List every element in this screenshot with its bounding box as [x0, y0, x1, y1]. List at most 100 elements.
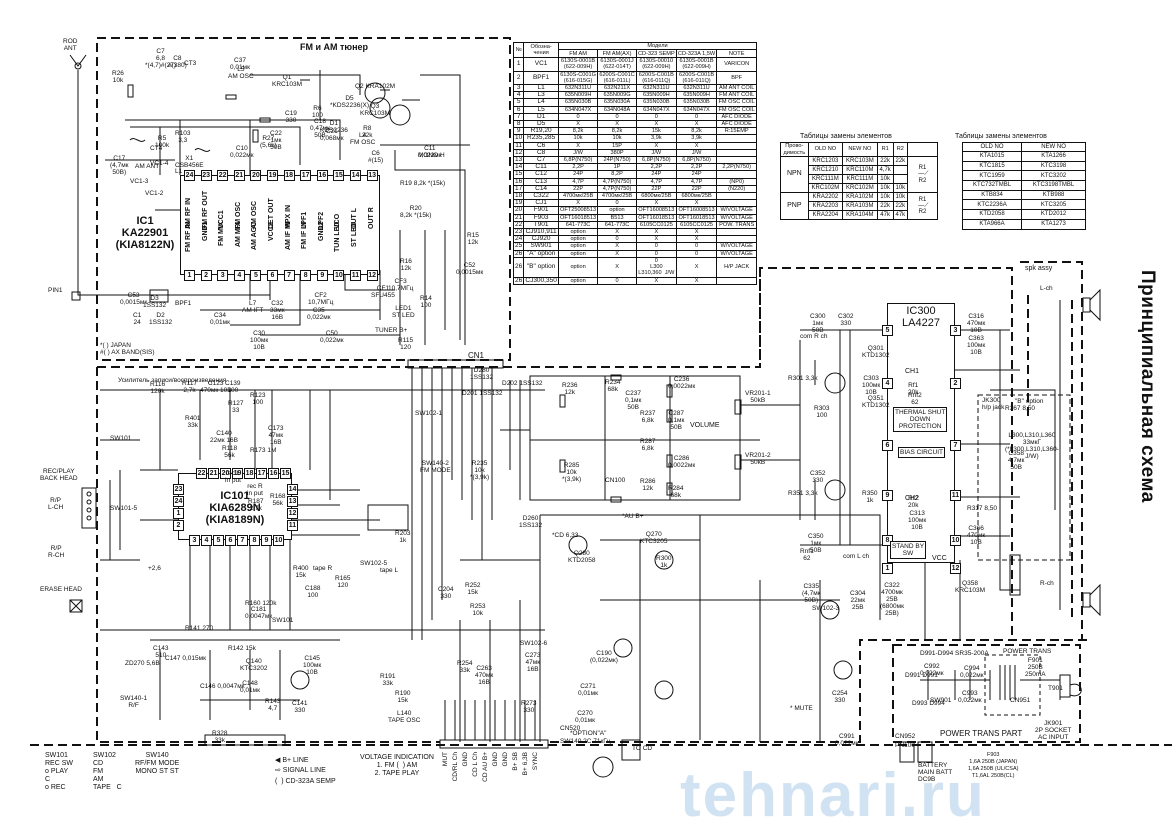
table-cell: 47k	[892, 210, 909, 220]
tuner-section-title: FM и AM тюнер	[300, 42, 369, 52]
battery-label: BATTERY MAIN BATT DC9B	[918, 762, 953, 783]
component-label: C994 0,022мк	[960, 665, 984, 679]
table-cell: 10k	[892, 192, 909, 202]
transistor-symbol: R1 —⟋ R2	[907, 156, 938, 193]
table-cell: 18	[512, 192, 525, 201]
component-label: C270 0,01мк	[575, 710, 595, 724]
table-cell: option	[557, 256, 599, 278]
tuner-notes: *( ) JAPAN #( ) AX BAND(SIS)	[100, 342, 155, 356]
component-label: C366 470мк 10B	[967, 525, 986, 546]
component-label: R234 68k	[605, 379, 621, 393]
cn520-pin-label: CD AU B+	[482, 752, 489, 782]
ic300-pin: 3	[950, 325, 961, 336]
component-label: R328 33k	[212, 730, 228, 744]
ic101-pin: 11	[287, 520, 298, 531]
table-cell: OFT16008513	[675, 206, 718, 215]
ic101-pin: 18	[244, 468, 255, 479]
component-label: R5 100k	[155, 135, 170, 149]
component-label: C146 0,0047мк	[200, 683, 245, 690]
component-label: VC1-3	[130, 178, 149, 185]
component-label: C145 100мк 10B	[303, 655, 322, 676]
rod-antenna-label: ROD ANT	[63, 38, 78, 52]
ic1-pin: 20	[250, 170, 262, 181]
table-header-cell: CD-323 SEMP	[635, 49, 677, 59]
table-cell: 6105CC0125	[635, 220, 677, 230]
cn520-pin-label: GND	[502, 752, 509, 767]
table-cell: J/W	[557, 148, 599, 158]
legend-sw102: SW102 CD FM AM TAPE C	[93, 752, 122, 791]
component-label: Rnf1 62	[800, 548, 814, 562]
component-label: C19 330	[285, 110, 297, 124]
table-header-cell: OLD NO	[807, 142, 844, 157]
component-label: C236 0,0022мк	[668, 376, 696, 390]
legend-sw140: SW140 RF/FM MODE MONO ST ST	[135, 752, 180, 775]
recamp-wires	[69, 389, 545, 746]
table-cell: 8,2k	[557, 127, 599, 136]
table-cell	[716, 170, 757, 179]
component-label: R300 1k	[656, 555, 672, 569]
component-label: R235 10k *(3,9k)	[470, 460, 490, 481]
table-header-cell: NEW NO	[1021, 142, 1086, 152]
spk-assy-label: spk assy	[1025, 265, 1053, 272]
component-label: C35 0,022мк	[307, 307, 331, 321]
replace-table-1-title: Таблицы замены элементов	[800, 133, 892, 140]
table-cell: 10k	[597, 134, 637, 143]
component-label: C303 100мк 10B	[862, 375, 881, 396]
ic101-pin: 7	[237, 535, 248, 546]
table-cell: 4700мк/25B	[597, 192, 637, 201]
cn520-pin-label: CD/RL Ch	[452, 752, 459, 782]
component-label: R273 330	[521, 700, 537, 714]
cn520-pin-label: GND	[462, 752, 469, 767]
component-label: R236 12k	[562, 382, 578, 396]
table-cell: VC1	[523, 57, 559, 72]
component-label: C993 0,022мк	[958, 690, 982, 704]
ic1-pin: 21	[233, 170, 245, 181]
table-cell: 6,8P(N750)	[557, 156, 599, 165]
table-cell: KRA2202	[807, 192, 844, 202]
component-label: R285 10k *(3,9k)	[562, 462, 582, 483]
component-label: R317 8,50	[967, 505, 997, 512]
ic1-pin: 5	[250, 270, 262, 281]
component-label: *OPTION"A"	[570, 730, 607, 737]
component-label: VC1-2	[145, 190, 164, 197]
component-label: R15 12k	[467, 232, 479, 246]
table-cell: OFT16018513	[557, 213, 599, 222]
table-cell: X	[597, 256, 637, 278]
table-cell: 0	[597, 276, 637, 285]
ic1-name: IC1 KA22901 (KIA8122N)	[115, 215, 175, 251]
table-cell: KRC1210	[807, 165, 844, 175]
table-cell: 9	[512, 127, 525, 136]
table-cell: X	[635, 120, 677, 129]
table-cell: 641-773C	[597, 220, 637, 230]
table-cell: 4700мк/25B	[557, 192, 599, 201]
component-label: MONO H	[418, 152, 445, 159]
fuse-f903-label: F903 1,6A 250B (JAPAN) 1,6A 250B (UL/CSA…	[968, 752, 1019, 779]
component-label: Q2 KRA102M	[355, 83, 396, 90]
table-cell: FM OSC COIL	[716, 98, 757, 107]
conductivity-type: PNP	[780, 192, 809, 220]
cn520-pin-label: SYNC	[532, 752, 539, 771]
component-label: CN100	[605, 477, 626, 484]
ic101-pin: 13	[287, 496, 298, 507]
table-cell: 635N009H	[635, 91, 677, 100]
component-label: PN100	[895, 742, 915, 749]
component-label: R367 8,50	[1005, 405, 1035, 412]
component-label: C304 22мк 25B	[850, 590, 866, 611]
table-cell: 0	[675, 249, 718, 258]
ic1-pin-name: GND2	[317, 222, 325, 242]
table-cell: 26	[512, 276, 525, 285]
table-cell: X	[635, 199, 677, 208]
table-cell	[716, 192, 757, 201]
component-label: rec R in put	[247, 483, 263, 497]
